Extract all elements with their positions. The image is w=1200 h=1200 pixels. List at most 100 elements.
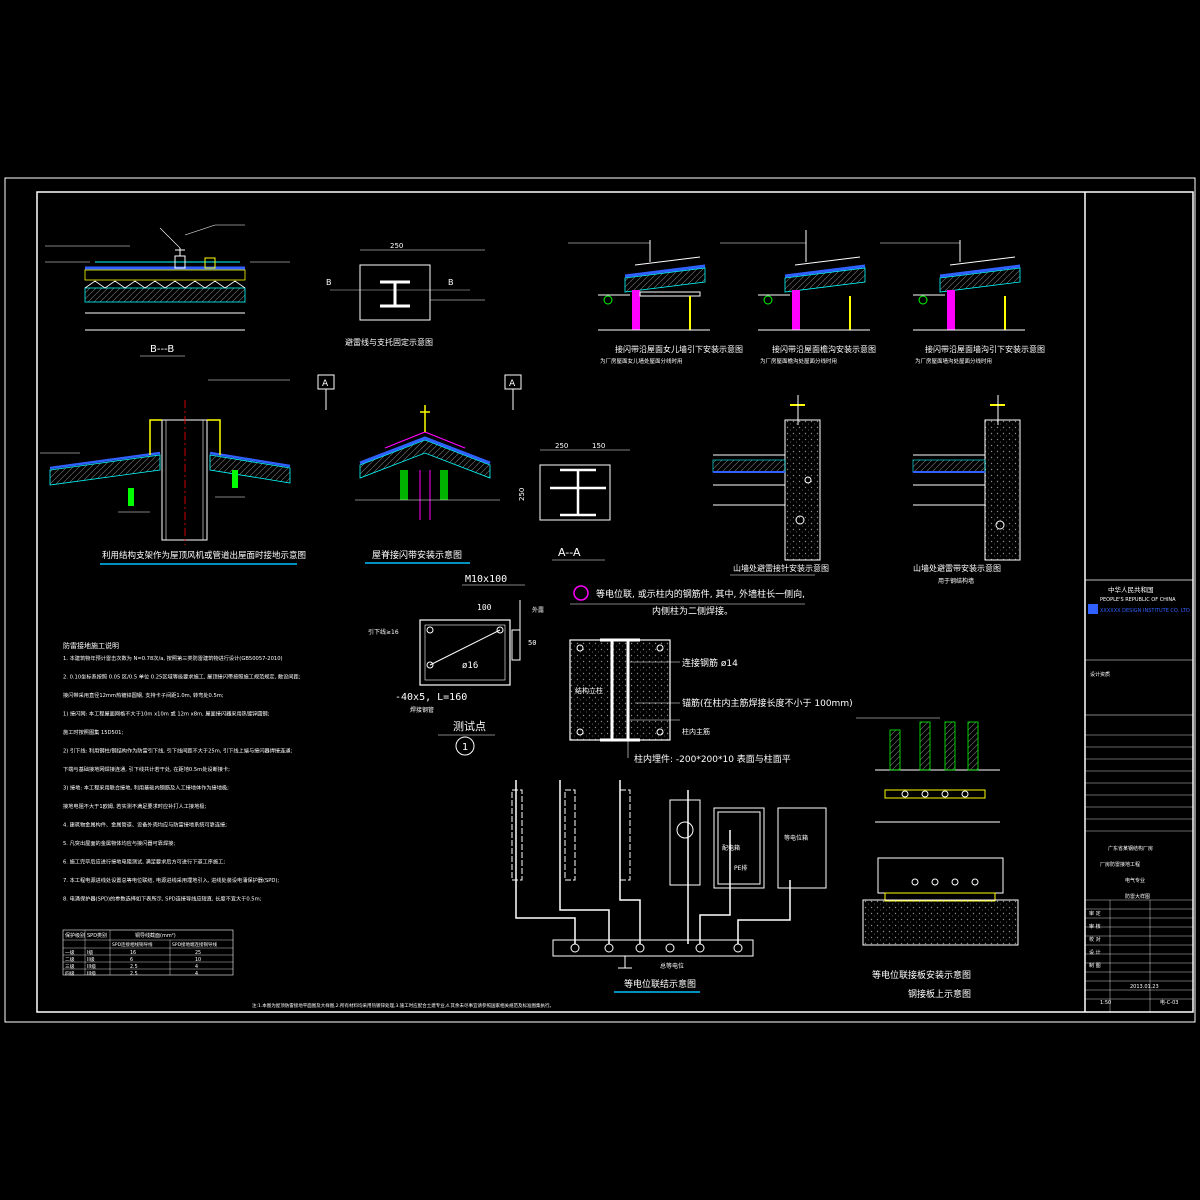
spd-sh2: SPD连接相线铜导线 <box>112 941 153 948</box>
title-block: 中华人民共和国 PEOPLE'S REPUBLIC OF CHINA XXXXX… <box>1085 579 1193 1012</box>
title-block-rows: 审 定审 核校 对设 计制 图 <box>1089 910 1101 969</box>
company-logo <box>1088 604 1098 614</box>
ridge-section-right: A <box>509 379 516 389</box>
clamp-title: 避雷线与支托固定示意图 <box>345 337 433 347</box>
tp-title: 测试点 <box>453 720 486 733</box>
parapet1-sub: 为厂房屋面女儿墙处屋面分线时用 <box>600 357 683 365</box>
tb-role: 审 核 <box>1089 923 1101 930</box>
equip-bar: 总等电位 <box>660 962 684 970</box>
tb-company-cn: 中华人民共和国 <box>1108 585 1154 594</box>
notes-line: 3) 接地: 本工程采用联合接地, 利用基础内钢筋及人工接地体作为接地极; <box>63 784 229 792</box>
pipe-title: 利用结构支架作为屋顶风机或管道出屋面时接地示意图 <box>102 550 306 561</box>
tb-role: 校 对 <box>1089 936 1101 943</box>
gable2-title: 山墙处避雷带安装示意图 <box>913 563 1001 573</box>
aa-title: A--A <box>558 546 581 559</box>
notes-line: 施工时按照图集 15D501; <box>63 728 123 736</box>
parapet3-sub: 为厂房屋面墙沟处屋面分线时用 <box>915 357 992 365</box>
notes-lines: 1. 本建筑物年预计雷击次数为 N=0.78次/a, 按照第三类防雷建筑物进行设… <box>63 654 301 903</box>
column-anchor: 锚筋(在柱内主筋焊接长度不小于 100mm) <box>682 697 853 709</box>
tp-dim50: 50 <box>528 639 536 647</box>
spd-cell: 6 <box>130 957 133 963</box>
notes-line: 1) 接闪网: 本工程屋面网格不大于10m x10m 或 12m x8m, 屋面… <box>63 710 270 718</box>
ridge-section-left: A <box>322 379 329 389</box>
tb-date: 2013.01.23 <box>1130 984 1159 990</box>
parapet1-title: 接闪带沿屋面女儿墙引下安装示意图 <box>615 344 743 354</box>
notes-block: 防雷接地施工说明 1. 本建筑物年预计雷击次数为 N=0.78次/a, 按照第三… <box>62 641 301 977</box>
column-center: 结构立柱 <box>575 686 603 695</box>
spd-sh3: SPD接地端连接铜导线 <box>172 941 218 948</box>
detail-pipe-through-roof: 利用结构支架作为屋顶风机或管道出屋面时接地示意图 <box>40 379 306 565</box>
notes-line: 7. 本工程电源进线处设置总等电位联结, 电源进线采用埋地引入, 进线处装设电涌… <box>63 876 279 884</box>
spd-h2: 铜导线截面(mm²) <box>135 932 176 939</box>
title-block-grid <box>1085 734 1193 1012</box>
bonding-board-subtitle: 钢接板上示意图 <box>908 988 971 1000</box>
detail-bonding-board: 等电位联接板安装示意图 钢接板上示意图 <box>856 717 1019 1000</box>
tp-label-left: 引下线≥16 <box>368 628 399 636</box>
outer-frame <box>4 177 1196 1023</box>
equip-box2: PE排 <box>734 864 747 872</box>
notes-line: 接地电阻不大于1欧姆, 若实测不满足要求时应补打人工接地极; <box>63 802 206 810</box>
spd-cell: 4 <box>195 971 198 977</box>
spd-cell: 三级 <box>65 963 75 970</box>
spd-table: 保护级别 SPD类别 铜导线截面(mm²) SPD连接相线铜导线 SPD接地端连… <box>62 929 234 977</box>
tb-role: 制 图 <box>1089 962 1101 969</box>
spd-cell: 四级 <box>65 970 75 977</box>
detail-column: 等电位联, 或示柱内的钢筋件, 其中, 外墙柱长一侧向, 内侧柱为二侧焊接。 结… <box>569 585 853 765</box>
parapet2-title: 接闪带沿屋面檐沟安装示意图 <box>772 344 876 354</box>
detail-ridge: A A 屋脊接闪带安装示意图 <box>317 374 522 564</box>
bonding-note-2: 内侧柱为二侧焊接。 <box>652 605 733 617</box>
notes-line: 8. 电涌保护器(SPD)的参数选择如下表所示, SPD连接导线应短直, 长度不… <box>63 895 262 903</box>
notes-line: 2. 0.10坐标系按照 0.05 区/0.5 单位 0.25区域等级要求施工,… <box>63 673 301 681</box>
detail-parapet-3: 接闪带沿屋面墙沟引下安装示意图 为厂房屋面墙沟处屋面分线时用 <box>880 240 1045 365</box>
spd-cell: 二级 <box>65 956 75 963</box>
detail-clamp: 250 B B 避雷线与支托固定示意图 <box>326 242 485 347</box>
detail-gable-2: 山墙处避雷带安装示意图 用于钢结构墙 <box>912 395 1021 585</box>
notes-line: 5. 凡突出屋面的金属物体均应与接闪器可靠焊接; <box>63 839 175 847</box>
clamp-mark-right: B <box>448 278 454 287</box>
inner-frame <box>36 191 1194 1013</box>
spd-cell: III级 <box>87 963 96 970</box>
detail-gable-1: 山墙处避雷接针安装示意图 <box>712 395 829 576</box>
notes-line: 2) 引下线: 利用钢柱/钢结构作为防雷引下线, 引下线间距不大于25m, 引下… <box>63 747 292 755</box>
tb-company-name: XXXXXX DESIGN INSTITUTE CO. LTD <box>1100 608 1190 614</box>
spd-h1: SPD类别 <box>87 932 107 939</box>
equip-box3: 等电位箱 <box>784 834 808 842</box>
detail-aa: 250 150 250 A--A <box>518 442 630 561</box>
notes-line: 6. 施工完毕后应进行接地电阻测试, 满足要求后方可进行下道工序施工; <box>63 858 225 866</box>
spd-cell: 2.5 <box>130 964 138 970</box>
bonding-note-1: 等电位联, 或示柱内的钢筋件, 其中, 外墙柱长一侧向, <box>596 588 805 600</box>
tp-flat: -40x5, L=160 <box>395 692 467 703</box>
spd-cell: 10 <box>195 957 201 963</box>
tb-role: 设 计 <box>1089 949 1101 956</box>
tp-number: 1 <box>462 742 468 753</box>
tb-company-en: PEOPLE'S REPUBLIC OF CHINA <box>1100 597 1176 603</box>
tp-dia: ø16 <box>462 661 478 671</box>
gable1-title: 山墙处避雷接针安装示意图 <box>733 563 829 573</box>
notes-line: 1. 本建筑物年预计雷击次数为 N=0.78次/a, 按照第三类防雷建筑物进行设… <box>63 654 283 662</box>
detail-parapet-2: 接闪带沿屋面檐沟安装示意图 为厂房屋面檐沟处屋面分线时用 <box>720 230 876 365</box>
tb-number: 电-C-03 <box>1160 999 1178 1006</box>
clamp-mark-left: B <box>326 278 332 287</box>
tb-cert: 设计资质 <box>1090 671 1110 678</box>
spd-cell: 一级 <box>65 949 75 956</box>
ridge-title: 屋脊接闪带安装示意图 <box>372 549 462 561</box>
bb-title: B---B <box>150 344 174 355</box>
spd-cell: 2.5 <box>130 971 138 977</box>
equip-title: 等电位联结示意图 <box>624 978 696 990</box>
tp-label-right: 外露 <box>532 606 544 614</box>
notes-line: 4. 建筑物金属构件、金属管道、设备外壳均应与防雷接地系统可靠连接; <box>63 821 227 829</box>
spd-cell: I级 <box>87 949 93 956</box>
spd-cell: III级 <box>87 970 96 977</box>
aa-dim3: 250 <box>518 488 526 501</box>
footer-note: 注:1.本图为屋顶防雷接地平面图及大样图,2.所有材料均采用热镀锌处理,3.施工… <box>252 1002 554 1009</box>
notes-line: 接闪带采用直径12mm热镀锌圆钢, 支持卡子间距1.0m, 转弯处0.5m; <box>63 691 224 699</box>
spd-cell: 25 <box>195 950 201 956</box>
parapet2-sub: 为厂房屋面檐沟处屋面分线时用 <box>760 357 837 365</box>
parapet3-title: 接闪带沿屋面墙沟引下安装示意图 <box>925 344 1045 354</box>
spd-h0: 保护级别 <box>65 932 85 939</box>
tp-bolt: M10x100 <box>465 574 507 585</box>
aa-dim1: 250 <box>555 442 568 450</box>
tb-scale: 1:50 <box>1100 1000 1111 1006</box>
tb-drawing: 防雷大样图 <box>1125 893 1150 900</box>
